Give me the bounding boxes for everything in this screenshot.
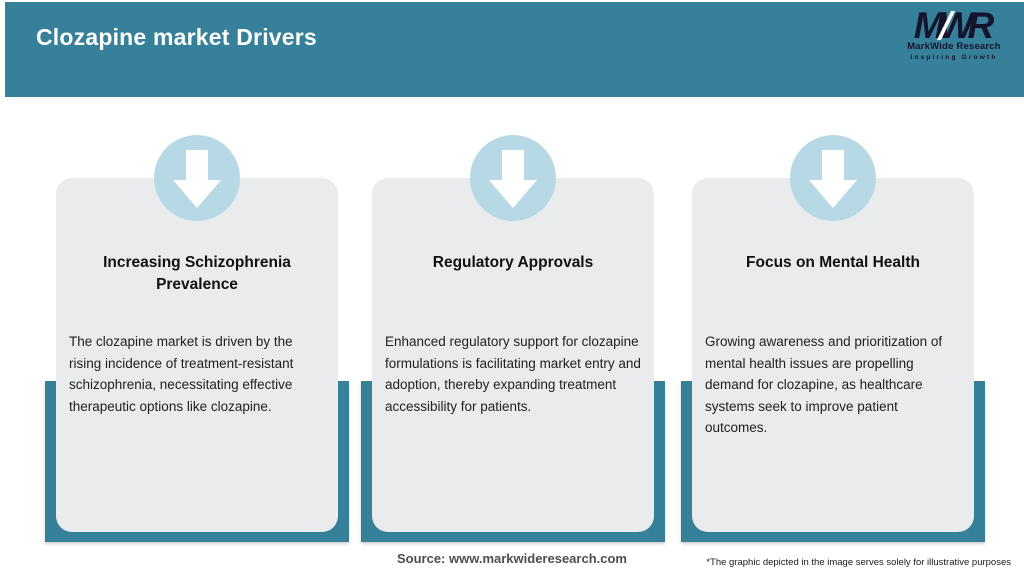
card-description: Enhanced regulatory support for clozapin… xyxy=(385,334,641,414)
page-title: Clozapine market Drivers xyxy=(36,24,317,50)
logo-monogram-text: MWR xyxy=(913,5,995,46)
arrow-badge xyxy=(790,135,876,221)
source-text: Source: www.markwideresearch.com xyxy=(396,551,627,566)
driver-card: Increasing Schizophrenia Prevalence The … xyxy=(56,178,338,532)
markwide-logo: MWR MarkWide Research Inspiring Growth xyxy=(896,5,1012,61)
driver-column-1: Increasing Schizophrenia Prevalence The … xyxy=(45,0,349,576)
down-arrow-icon xyxy=(809,150,857,208)
card-description: The clozapine market is driven by the ri… xyxy=(69,334,294,414)
driver-column-3: Focus on Mental Health Growing awareness… xyxy=(681,0,985,576)
card-description: Growing awareness and prioritization of … xyxy=(705,334,943,435)
disclaimer-text: *The graphic depicted in the image serve… xyxy=(706,557,1011,568)
mwr-monogram-icon: MWR xyxy=(913,5,995,46)
driver-card: Regulatory Approvals Enhanced regulatory… xyxy=(372,178,654,532)
header-bar: Clozapine market Drivers MWR MarkWide Re… xyxy=(5,2,1024,97)
down-arrow-icon xyxy=(173,150,221,208)
down-arrow-icon xyxy=(489,150,537,208)
arrow-badge xyxy=(154,135,240,221)
card-title: Regulatory Approvals xyxy=(432,254,594,271)
card-title: Focus on Mental Health xyxy=(746,254,920,271)
driver-card: Focus on Mental Health Growing awareness… xyxy=(692,178,974,532)
driver-column-2: Regulatory Approvals Enhanced regulatory… xyxy=(361,0,665,576)
arrow-badge xyxy=(470,135,556,221)
logo-company-name: MarkWide Research xyxy=(907,41,1001,52)
card-title: Increasing Schizophrenia Prevalence xyxy=(103,254,291,293)
logo-tagline: Inspiring Growth xyxy=(910,54,998,61)
